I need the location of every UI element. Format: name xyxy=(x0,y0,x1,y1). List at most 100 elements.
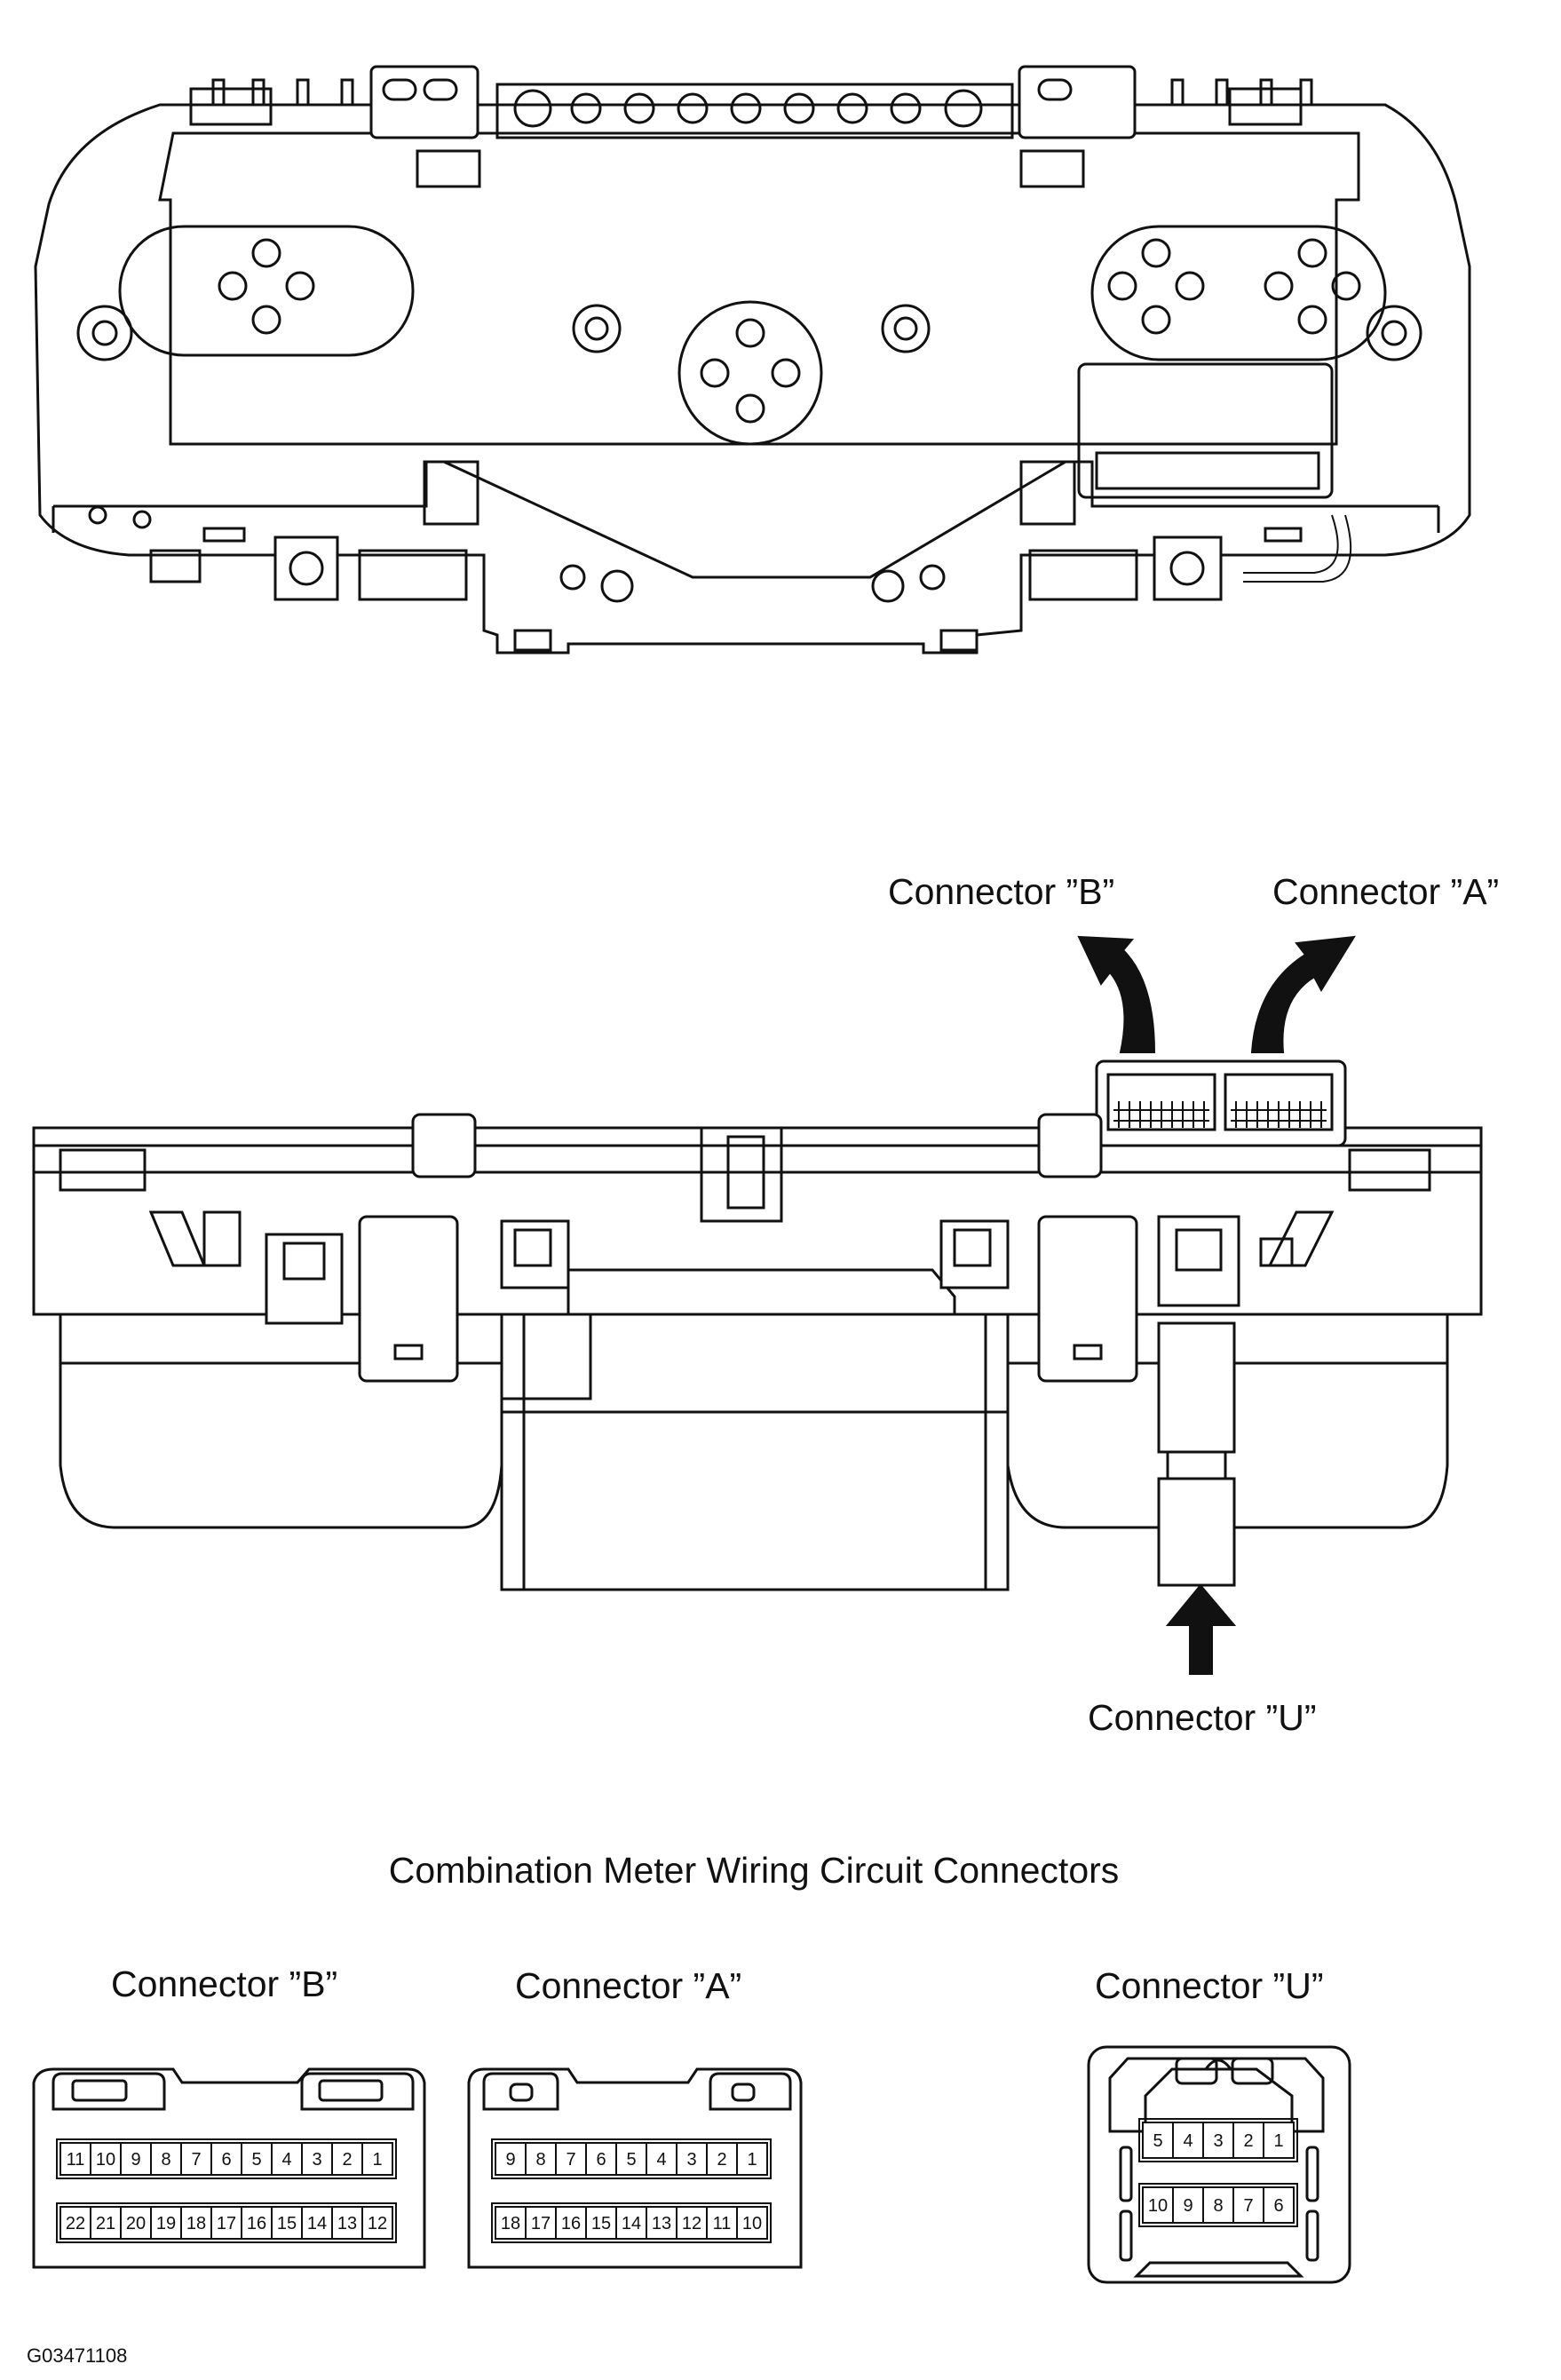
pin-cell: 5 xyxy=(1142,2122,1174,2159)
pin-number: 14 xyxy=(307,2214,327,2233)
pin-number: 6 xyxy=(1273,2196,1283,2216)
pin-cell: 3 xyxy=(1202,2122,1234,2159)
pin-cell-box xyxy=(301,2142,333,2176)
connector-u-plug xyxy=(1157,1477,1236,1587)
pin-cell: 19 xyxy=(150,2206,182,2240)
pin-cell-box xyxy=(331,2142,363,2176)
pin-row-frame xyxy=(491,2138,772,2179)
pin-number: 15 xyxy=(591,2214,611,2233)
pin-cell-box xyxy=(646,2206,677,2240)
pin-cell: 18 xyxy=(180,2206,212,2240)
pin-cell-box xyxy=(495,2142,527,2176)
pin-number: 4 xyxy=(1183,2131,1193,2151)
pin-number: 7 xyxy=(191,2150,201,2170)
pin-cell: 6 xyxy=(1263,2186,1295,2224)
pin-number: 6 xyxy=(596,2150,606,2170)
pin-number: 2 xyxy=(1243,2131,1253,2151)
pin-number: 12 xyxy=(682,2214,701,2233)
pin-number: 3 xyxy=(686,2150,696,2170)
connector-u-title: Connector ”U” xyxy=(1095,1965,1323,2006)
pin-number: 9 xyxy=(505,2150,515,2170)
pin-cell-box xyxy=(120,2206,152,2240)
pin-cell: 2 xyxy=(1232,2122,1264,2159)
pin-cell: 12 xyxy=(361,2206,393,2240)
pin-cell: 22 xyxy=(59,2206,91,2240)
pin-cell-box xyxy=(1263,2122,1295,2159)
pin-cell: 16 xyxy=(241,2206,273,2240)
pin-cell-box xyxy=(301,2206,333,2240)
pin-number: 13 xyxy=(652,2214,671,2233)
pin-number: 20 xyxy=(126,2214,146,2233)
pin-cell: 10 xyxy=(1142,2186,1174,2224)
pin-number: 17 xyxy=(217,2214,236,2233)
pin-cell: 17 xyxy=(210,2206,242,2240)
pin-cell-box xyxy=(361,2142,393,2176)
pin-number: 6 xyxy=(221,2150,231,2170)
pin-number: 7 xyxy=(1243,2196,1253,2216)
pin-cell: 17 xyxy=(525,2206,557,2240)
pin-number: 4 xyxy=(281,2150,291,2170)
pin-number: 1 xyxy=(747,2150,757,2170)
top-bulb-holes xyxy=(495,83,1014,139)
pin-cell-box xyxy=(210,2142,242,2176)
pin-number: 10 xyxy=(742,2214,762,2233)
pin-number: 18 xyxy=(186,2214,206,2233)
pin-number: 15 xyxy=(277,2214,297,2233)
arrow-to-connector-b xyxy=(1077,935,1156,1053)
pin-cell-box xyxy=(1172,2122,1204,2159)
pin-number: 3 xyxy=(1213,2131,1223,2151)
top-terminal-pins xyxy=(189,78,1313,126)
left-gauge-socket-pad xyxy=(118,225,415,357)
pin-cell: 5 xyxy=(241,2142,273,2176)
pin-cell: 10 xyxy=(736,2206,768,2240)
pin-cell-box xyxy=(150,2142,182,2176)
pin-cell-box xyxy=(525,2142,557,2176)
pin-cell-box xyxy=(706,2142,738,2176)
pin-number: 12 xyxy=(368,2214,387,2233)
pin-cell: 2 xyxy=(331,2142,363,2176)
pin-number: 11 xyxy=(67,2150,85,2170)
pin-cell: 13 xyxy=(331,2206,363,2240)
pin-number: 5 xyxy=(251,2150,261,2170)
pin-cell-box xyxy=(495,2206,527,2240)
pin-cell-box xyxy=(1172,2186,1204,2224)
pin-number: 17 xyxy=(531,2214,551,2233)
mount-tab-right xyxy=(1018,65,1137,139)
pin-number: 8 xyxy=(535,2150,545,2170)
pin-number: 9 xyxy=(131,2150,140,2170)
pin-cell: 14 xyxy=(301,2206,333,2240)
pin-row-frame xyxy=(56,2202,397,2243)
pin-cell: 7 xyxy=(1232,2186,1264,2224)
connector-ab-pins-illustration xyxy=(1113,1101,1327,1128)
pin-cell: 8 xyxy=(1202,2186,1234,2224)
pin-number: 22 xyxy=(66,2214,85,2233)
pin-cell: 7 xyxy=(180,2142,212,2176)
pin-cell: 11 xyxy=(706,2206,738,2240)
pin-cell: 1 xyxy=(361,2142,393,2176)
pin-cell-box xyxy=(180,2142,212,2176)
meter-bottom-view xyxy=(32,1059,1483,1591)
connector-a-title: Connector ”A” xyxy=(515,1965,741,2006)
connector-ab-housing xyxy=(1095,1059,1347,1147)
pin-cell-box xyxy=(555,2206,587,2240)
mount-tab-left xyxy=(369,65,479,139)
pin-cell: 6 xyxy=(585,2142,617,2176)
pin-cell: 4 xyxy=(646,2142,677,2176)
figure-code: G03471108 xyxy=(27,2344,127,2367)
pin-cell: 8 xyxy=(525,2142,557,2176)
figure-title: Combination Meter Wiring Circuit Connect… xyxy=(389,1850,1120,1891)
pin-cell-box xyxy=(120,2142,152,2176)
connector-u-body xyxy=(1157,1321,1236,1454)
pin-number: 21 xyxy=(96,2214,115,2233)
pin-number: 4 xyxy=(656,2150,666,2170)
pin-number: 2 xyxy=(717,2150,726,2170)
pin-number: 1 xyxy=(1273,2131,1283,2151)
pin-cell: 15 xyxy=(271,2206,303,2240)
meter-rear-view xyxy=(34,65,1471,654)
pin-row-frame xyxy=(1138,2118,1298,2162)
pin-cell: 1 xyxy=(1263,2122,1295,2159)
pin-number: 8 xyxy=(161,2150,170,2170)
pin-number: 19 xyxy=(156,2214,176,2233)
